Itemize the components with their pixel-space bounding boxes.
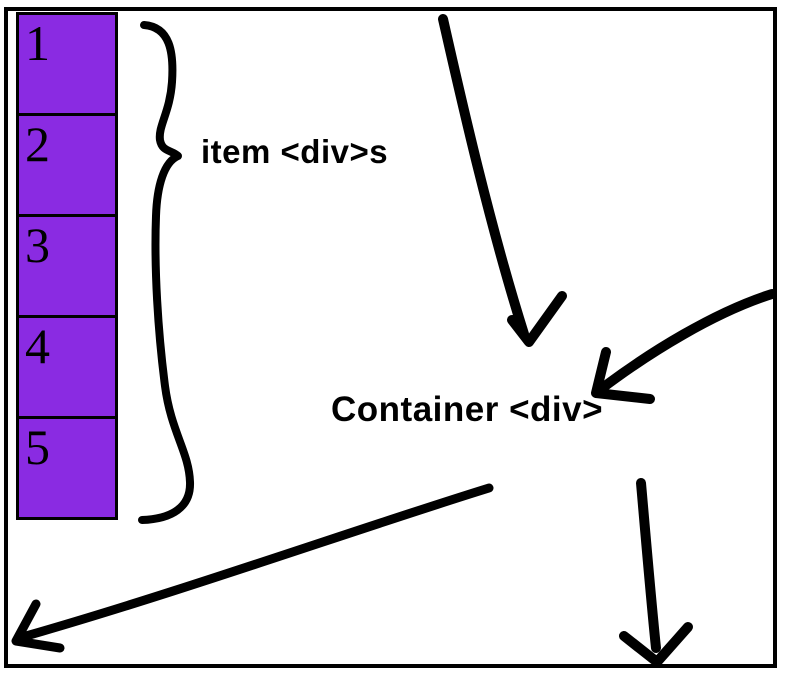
flex-item: 1 (19, 15, 115, 116)
container-label: Container <div> (331, 390, 604, 429)
item-number: 1 (25, 15, 50, 71)
flex-item: 4 (19, 318, 115, 419)
item-number: 2 (25, 116, 50, 172)
diagram-border (4, 7, 777, 668)
items-label: item <div>s (201, 133, 389, 170)
flex-item: 5 (19, 419, 115, 517)
item-number: 3 (25, 217, 50, 273)
item-number: 4 (25, 318, 50, 374)
item-column: 1 2 3 4 5 (16, 12, 118, 520)
item-number: 5 (25, 419, 50, 475)
flex-item: 3 (19, 217, 115, 318)
flex-item: 2 (19, 116, 115, 217)
